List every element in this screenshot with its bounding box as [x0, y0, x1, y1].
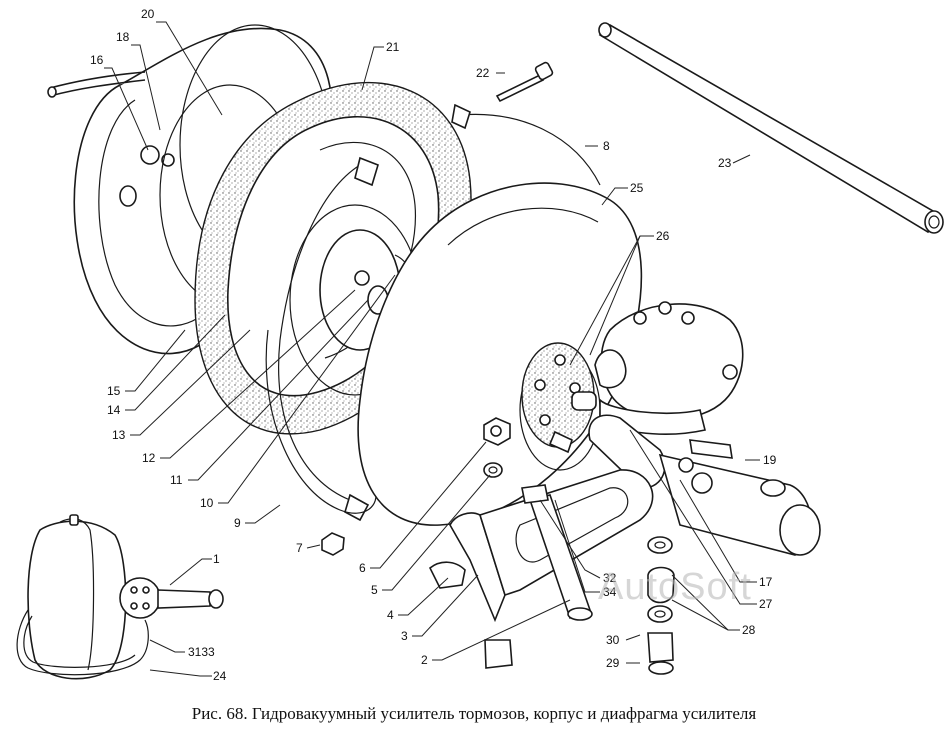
label-21: 21	[386, 40, 400, 54]
label-9: 9	[234, 516, 241, 530]
hose-part	[598, 22, 944, 234]
label-15: 15	[107, 384, 121, 398]
bolt-part	[495, 61, 554, 103]
label-34: 34	[603, 585, 617, 599]
label-1: 1	[213, 552, 220, 566]
label-24: 24	[213, 669, 227, 683]
label-23: 23	[718, 156, 732, 170]
label-16: 16	[90, 53, 104, 67]
label-20: 20	[141, 7, 155, 21]
label-17: 17	[759, 575, 773, 589]
label-11: 11	[170, 473, 183, 487]
label-18: 18	[116, 30, 130, 44]
label-3133: 3133	[188, 645, 215, 659]
label-32: 32	[603, 571, 617, 585]
label-14: 14	[107, 403, 121, 417]
label-2: 2	[421, 653, 428, 667]
watermark-text: AutoSoft	[598, 566, 752, 608]
label-30: 30	[606, 633, 620, 647]
washer-part	[483, 462, 503, 478]
label-29: 29	[606, 656, 620, 670]
label-28: 28	[742, 623, 756, 637]
tube-part	[521, 484, 593, 621]
leader-lines	[104, 21, 760, 677]
label-25: 25	[630, 181, 644, 195]
label-6: 6	[359, 561, 366, 575]
label-19: 19	[763, 453, 777, 467]
label-10: 10	[200, 496, 214, 510]
control-valve-part	[571, 301, 821, 556]
bracket-part	[428, 469, 654, 669]
label-5: 5	[371, 583, 378, 597]
label-3: 3	[401, 629, 408, 643]
figure-caption: Рис. 68. Гидровакуумный усилитель тормоз…	[191, 704, 757, 723]
label-12: 12	[142, 451, 156, 465]
label-13: 13	[112, 428, 126, 442]
label-8: 8	[603, 139, 610, 153]
inset-assembly	[16, 514, 224, 680]
label-7: 7	[296, 541, 303, 555]
diagram-svg: 20 18 16 21 22 8 25 26 23 15 14 13 12 11…	[16, 7, 944, 683]
label-27: 27	[759, 597, 773, 611]
label-26: 26	[656, 229, 670, 243]
fitting-parts	[647, 536, 675, 675]
clamp-band-part	[265, 103, 601, 522]
label-4: 4	[387, 608, 394, 622]
small-nut-part	[321, 532, 345, 556]
label-22: 22	[476, 66, 490, 80]
gasket-part	[521, 342, 595, 454]
